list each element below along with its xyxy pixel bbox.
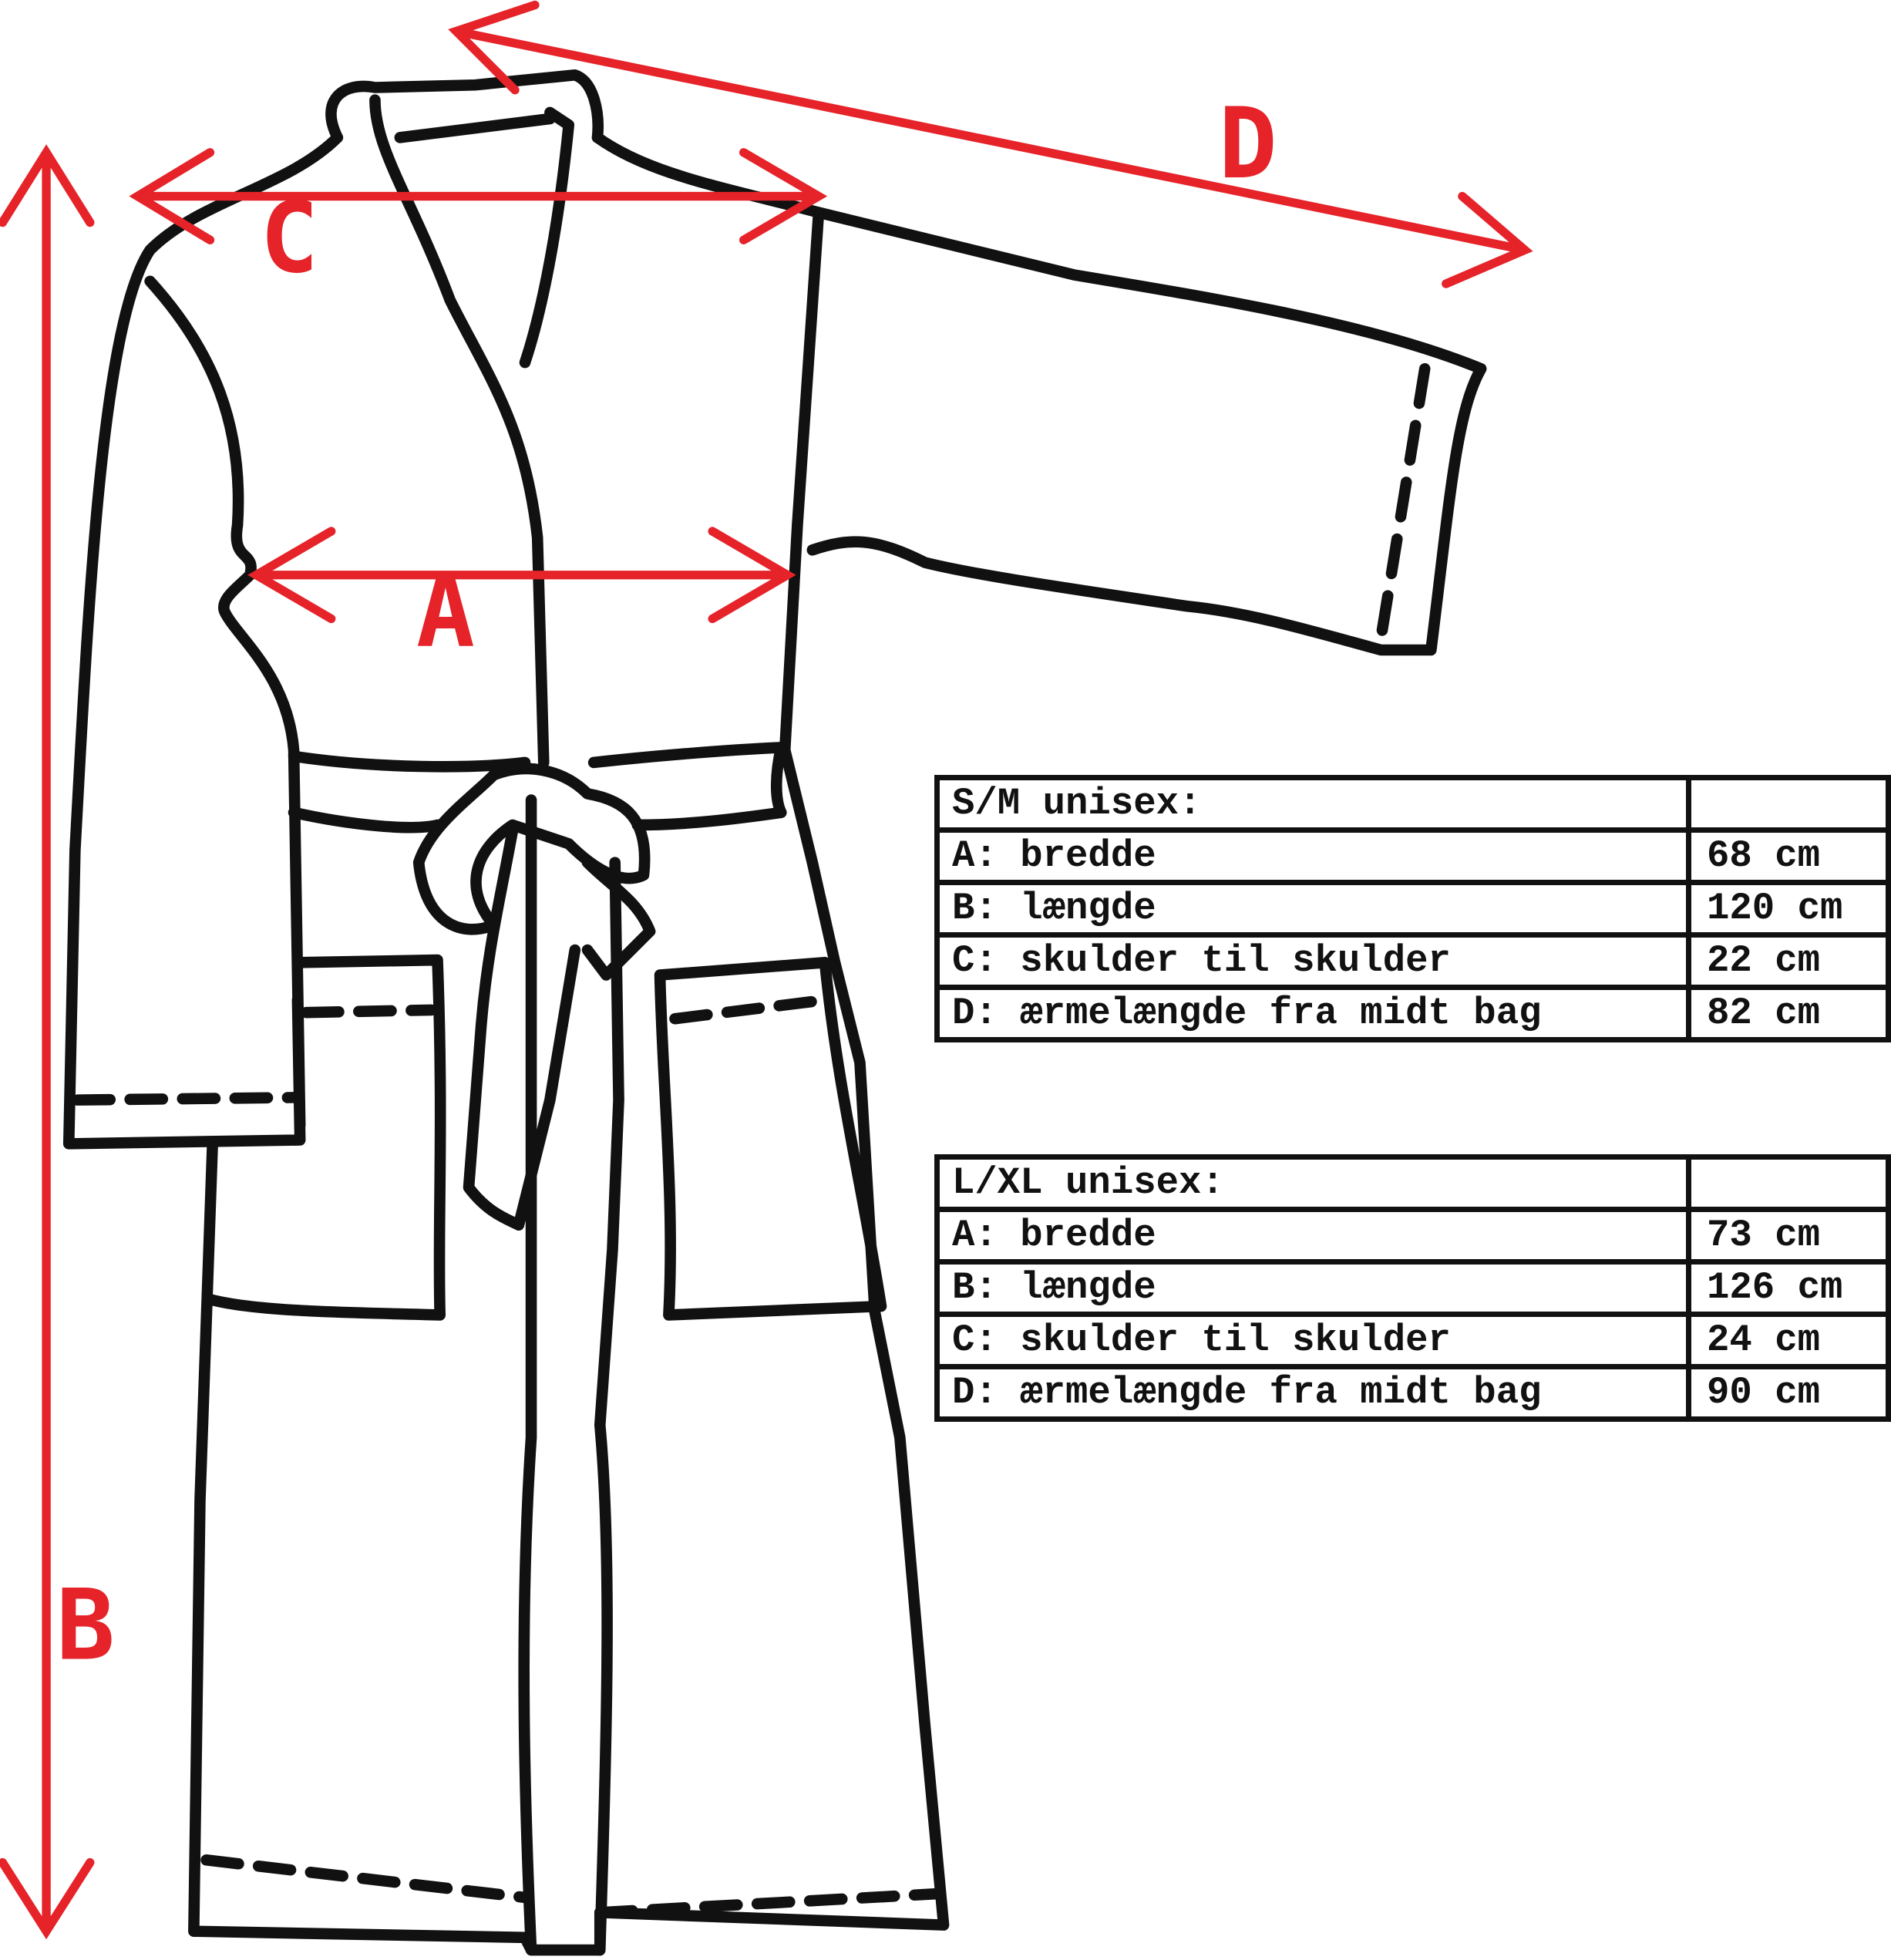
arrow-a [247, 527, 796, 624]
row-label: D: ærmelængde fra midt bag [934, 985, 1691, 1042]
row-label: B: længde [934, 880, 1691, 938]
row-label: C: skulder til skulder [934, 932, 1691, 990]
robe-outline [62, 69, 1487, 1956]
table-title: S/M unisex: [934, 775, 1691, 833]
measure-arrows [0, 0, 1533, 1940]
row-value: 126 cm [1686, 1259, 1891, 1317]
row-value: 68 cm [1686, 827, 1891, 885]
arrow-b [0, 144, 95, 1940]
row-label: A: bredde [934, 827, 1691, 885]
row-value: 82 cm [1686, 985, 1891, 1042]
row-value: 120 cm [1686, 880, 1891, 938]
row-label: C: skulder til skulder [934, 1312, 1691, 1369]
row-label: A: bredde [934, 1207, 1691, 1265]
row-value: 73 cm [1686, 1207, 1891, 1265]
arrow-c [129, 148, 828, 244]
row-value: 90 cm [1686, 1364, 1891, 1422]
row-value: 24 cm [1686, 1312, 1891, 1369]
table-header-row: L/XL unisex: [934, 1154, 1891, 1212]
table-header-row: S/M unisex: [934, 775, 1891, 833]
label-d: D [1219, 87, 1277, 200]
row-label: B: længde [934, 1259, 1691, 1317]
row-label: D: ærmelængde fra midt bag [934, 1364, 1691, 1422]
label-b: B [56, 1568, 115, 1682]
row-value: 22 cm [1686, 932, 1891, 990]
label-a: A [416, 556, 475, 669]
table-title: L/XL unisex: [934, 1154, 1691, 1212]
label-c: C [260, 181, 318, 295]
arrow-d [448, 0, 1533, 288]
